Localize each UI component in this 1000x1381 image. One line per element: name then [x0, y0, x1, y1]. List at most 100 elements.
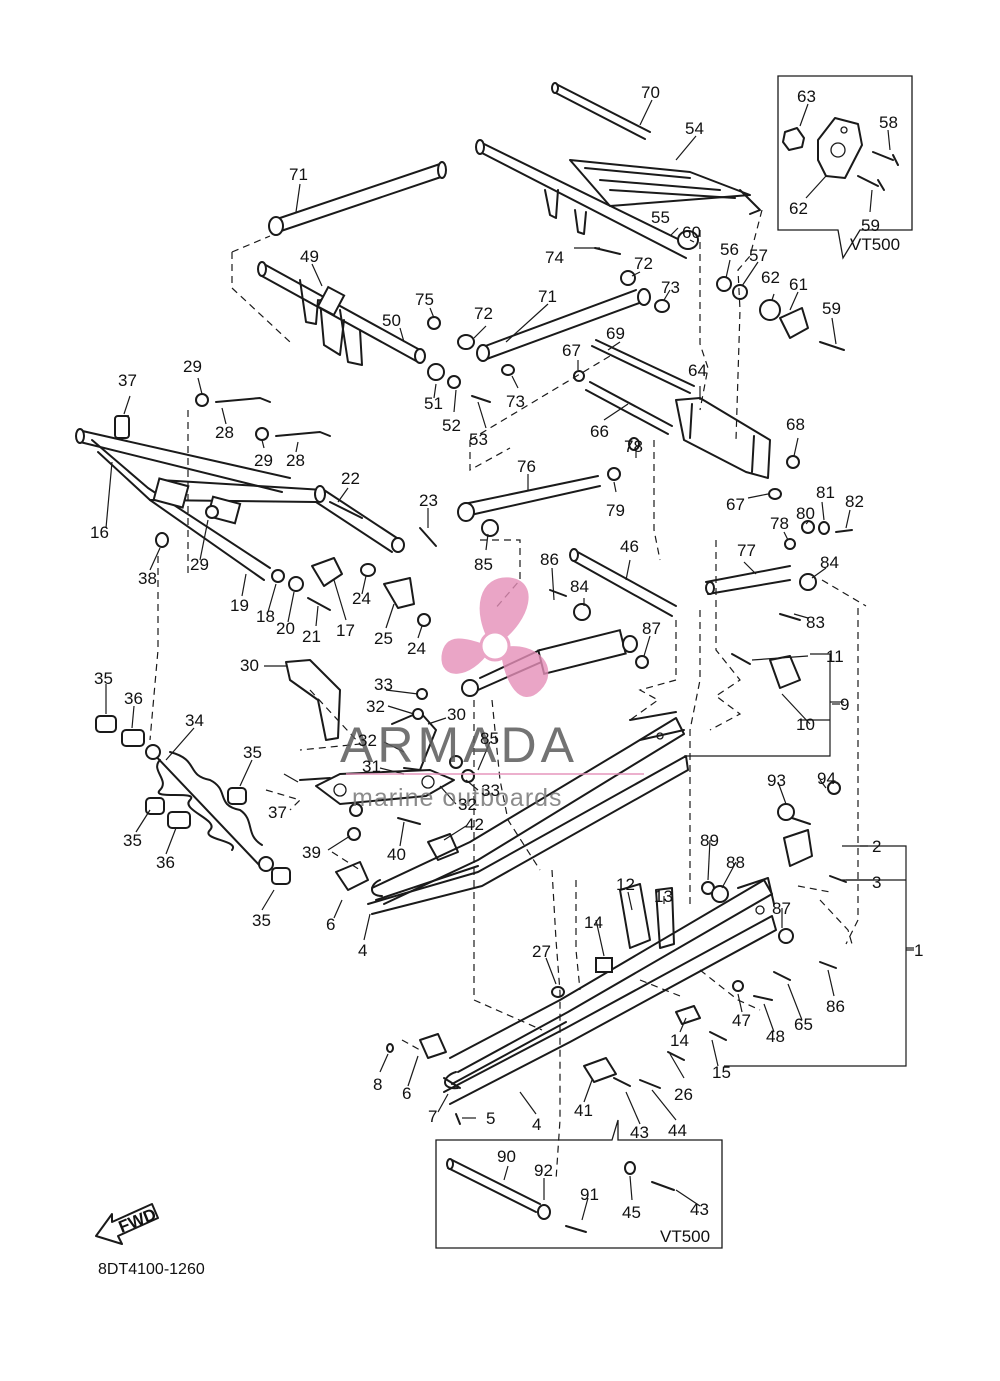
watermark: ARMADA marine outboards [340, 577, 644, 812]
callout-15: 15 [712, 1063, 731, 1082]
callout-84: 84 [820, 553, 839, 572]
callout-78: 78 [770, 514, 789, 533]
callout-12: 12 [616, 875, 635, 894]
callout-81: 81 [816, 483, 835, 502]
callout-29: 29 [190, 555, 209, 574]
cross-shafts-66-69 [573, 339, 695, 435]
callout-18: 18 [256, 607, 275, 626]
callout-87: 87 [772, 899, 791, 918]
watermark-tagline: marine outboards [352, 784, 563, 812]
upper-shaft-70 [551, 82, 651, 140]
propeller-blade [441, 638, 491, 674]
callout-19: 19 [230, 596, 249, 615]
callout-44: 44 [668, 1121, 687, 1140]
callout-54: 54 [685, 119, 704, 138]
callout-37: 37 [118, 371, 137, 390]
front-frame-16 [75, 415, 405, 581]
callout-71: 71 [538, 287, 557, 306]
callout-45: 45 [622, 1203, 641, 1222]
callout-79: 79 [606, 501, 625, 520]
watermark-brand: ARMADA [340, 717, 578, 773]
callout-63: 63 [797, 87, 816, 106]
callout-91: 91 [580, 1185, 599, 1204]
callout-16: 16 [90, 523, 109, 542]
callout-28: 28 [286, 451, 305, 470]
callout-28: 28 [215, 423, 234, 442]
callout-7: 7 [428, 1107, 437, 1126]
callout-58: 58 [879, 113, 898, 132]
callout-74: 74 [545, 248, 564, 267]
callout-42: 42 [465, 815, 484, 834]
callout-49: 49 [300, 247, 319, 266]
shaft-46 [549, 548, 677, 621]
callout-23: 23 [419, 491, 438, 510]
callout-33: 33 [374, 675, 393, 694]
vt500-label-top: VT500 [850, 235, 900, 254]
callout-8: 8 [373, 1075, 382, 1094]
callout-61: 61 [789, 275, 808, 294]
callout-29: 29 [254, 451, 273, 470]
callout-90: 90 [497, 1147, 516, 1166]
callout-43: 43 [630, 1123, 649, 1142]
callout-27: 27 [532, 942, 551, 961]
propeller-blade [499, 646, 549, 697]
callout-66: 66 [590, 422, 609, 441]
small-parts-upper [427, 230, 845, 403]
callout-69: 69 [606, 324, 625, 343]
callout-13: 13 [654, 887, 673, 906]
callout-33: 33 [481, 781, 500, 800]
callout-73: 73 [661, 278, 680, 297]
callout-75: 75 [415, 290, 434, 309]
callout-24: 24 [407, 639, 426, 658]
callout-34: 34 [185, 711, 204, 730]
callout-3: 3 [872, 873, 881, 892]
leader-lines [105, 99, 914, 1221]
fwd-arrow: FWD [95, 1203, 159, 1245]
callout-51: 51 [424, 394, 443, 413]
callout-86: 86 [826, 997, 845, 1016]
callout-31: 31 [362, 757, 381, 776]
callout-5: 5 [486, 1109, 495, 1128]
callout-71: 71 [289, 165, 308, 184]
callout-46: 46 [620, 537, 639, 556]
callout-72: 72 [634, 254, 653, 273]
callout-30: 30 [240, 656, 259, 675]
callout-59: 59 [861, 216, 880, 235]
callout-87: 87 [642, 619, 661, 638]
callout-6: 6 [326, 915, 335, 934]
slide-rail-right [386, 877, 837, 1125]
callout-65: 65 [794, 1015, 813, 1034]
callout-4: 4 [532, 1115, 541, 1134]
callout-78: 78 [624, 437, 643, 456]
propeller-blade [479, 577, 529, 647]
callout-47: 47 [732, 1011, 751, 1030]
callout-86: 86 [540, 550, 559, 569]
callout-88: 88 [726, 853, 745, 872]
callout-59: 59 [822, 299, 841, 318]
callout-35: 35 [243, 743, 262, 762]
callout-30: 30 [447, 705, 466, 724]
callout-62: 62 [761, 268, 780, 287]
callout-62: 62 [789, 199, 808, 218]
slide-rail-left [335, 711, 689, 915]
callout-43: 43 [690, 1200, 709, 1219]
callout-68: 68 [786, 415, 805, 434]
front-arm-49 [257, 261, 426, 366]
callout-20: 20 [276, 619, 295, 638]
guide-lines [149, 209, 867, 1181]
callout-80: 80 [796, 504, 815, 523]
callout-82: 82 [845, 492, 864, 511]
callout-72: 72 [474, 304, 493, 323]
callout-35: 35 [123, 831, 142, 850]
callout-36: 36 [124, 689, 143, 708]
callout-55: 55 [651, 208, 670, 227]
callout-35: 35 [252, 911, 271, 930]
callout-53: 53 [469, 430, 488, 449]
callout-36: 36 [156, 853, 175, 872]
propeller-hub [479, 630, 511, 662]
callout-76: 76 [517, 457, 536, 476]
callout-6: 6 [402, 1084, 411, 1103]
vt500-inset-top [777, 75, 913, 260]
callout-26: 26 [674, 1085, 693, 1104]
